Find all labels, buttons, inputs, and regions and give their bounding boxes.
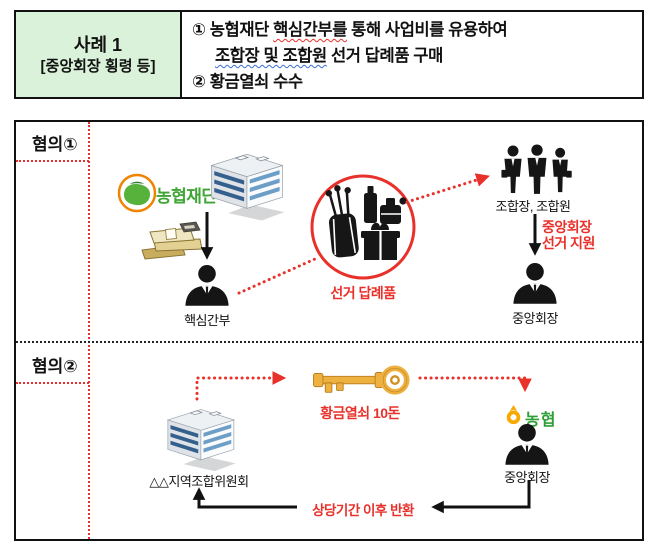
diagram-box: 혐의① 혐의② 농협재단 xyxy=(14,120,644,541)
committee-building-icon xyxy=(166,409,236,472)
committee-label: △△지역조합위원회 xyxy=(149,474,249,489)
label-column-divider xyxy=(88,122,90,539)
item1-bullet: ① xyxy=(192,21,206,39)
election-gifts-icon xyxy=(310,174,416,280)
item1-text-c: 통해 사업비를 유용하여 xyxy=(346,21,508,39)
members-label: 조합장, 조합원 xyxy=(495,199,571,214)
return-label: 상당기간 이후 반환 xyxy=(312,503,414,518)
support-label: 중앙회장 선거 지원 xyxy=(542,219,595,251)
item1-text-e: 선거 답례품 구매 xyxy=(326,47,443,65)
section2-label-underline xyxy=(16,382,89,384)
election-gifts-label: 선거 답례품 xyxy=(330,285,396,301)
item2-bullet: ② xyxy=(192,73,206,91)
nh-label: 농협 xyxy=(525,412,557,429)
item1-text-underlined-blue: 조합장 및 조합원 xyxy=(215,47,327,65)
return-arrow-left-segment xyxy=(192,487,297,509)
foundation-building-icon xyxy=(210,153,285,221)
money-stack-icon xyxy=(141,221,203,260)
key-executive-person-icon xyxy=(185,265,229,306)
summary-item-1-line-1: ① 농협재단 핵심간부를 통해 사업비를 유용하여 xyxy=(192,17,638,43)
case-subtitle: [중앙회장 횡령 등] xyxy=(40,57,156,75)
item1-text-underlined-red: 핵심간부를 xyxy=(273,21,347,39)
key-executive-label: 핵심간부 xyxy=(184,313,230,328)
golden-key-icon xyxy=(313,365,410,395)
nh-logo-icon xyxy=(506,405,521,424)
section-separator xyxy=(16,341,642,343)
chairman-label-2: 중앙회장 xyxy=(504,470,550,485)
dotted-arrow-gifts-to-members xyxy=(405,173,490,204)
support-label-line1: 중앙회장 xyxy=(542,219,592,235)
chairman-person-icon-2 xyxy=(505,424,549,465)
summary-item-1-line-2: 조합장 및 조합원 선거 답례품 구매 xyxy=(215,43,638,69)
section1-label: 혐의① xyxy=(32,135,78,154)
section1-label-underline xyxy=(16,160,89,162)
dotted-arrow-key-to-chairman xyxy=(418,376,532,393)
members-group-icon xyxy=(501,144,572,194)
section2-label: 혐의② xyxy=(32,357,78,376)
golden-key-label: 황금열쇠 10돈 xyxy=(320,405,400,421)
case-title: 사례 1 xyxy=(73,34,123,55)
case-header-table: 사례 1 [중앙회장 횡령 등] ① 농협재단 핵심간부를 통해 사업비를 유용… xyxy=(14,10,644,99)
case-title-cell: 사례 1 [중앙회장 횡령 등] xyxy=(16,12,182,97)
foundation-name: 농협재단 xyxy=(156,187,217,206)
summary-item-2: ② 황금열쇠 수수 xyxy=(192,69,638,95)
dotted-arrow-committee-to-key xyxy=(195,371,287,401)
support-label-line2: 선거 지원 xyxy=(542,235,595,251)
case-summary-cell: ① 농협재단 핵심간부를 통해 사업비를 유용하여 조합장 및 조합원 선거 답… xyxy=(182,12,642,97)
item1-text-a: 농협재단 xyxy=(209,21,274,39)
nh-foundation-logo-icon xyxy=(117,173,157,213)
item2-text: 황금열쇠 수수 xyxy=(209,73,303,91)
chairman-person-icon xyxy=(513,263,557,304)
chairman-label-1: 중앙회장 xyxy=(512,311,558,326)
